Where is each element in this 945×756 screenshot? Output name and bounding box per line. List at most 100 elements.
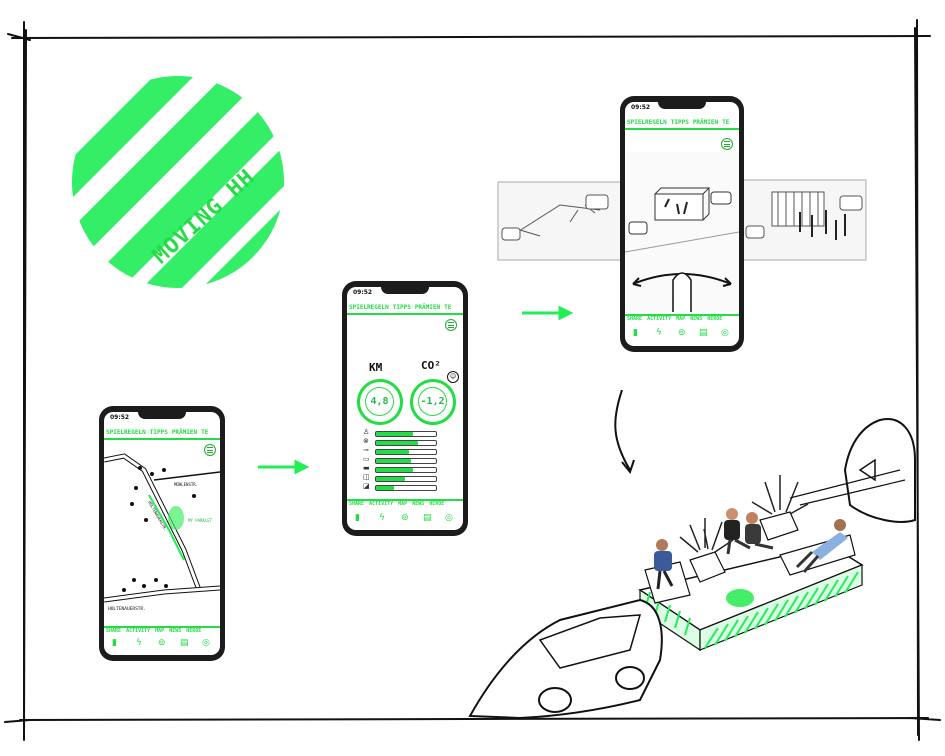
avatar-icon[interactable]: ◎ [202,638,210,648]
lightning-icon[interactable]: ϟ [379,513,385,523]
tab-rules[interactable]: SPIELREGELN [627,119,667,126]
sketch-frame [4,19,941,741]
map-pin-icon[interactable]: ⊚ [401,513,409,523]
street-line [104,586,220,602]
mode-bar-fill [376,468,414,472]
arrow-right-icon [722,277,732,287]
nav-divider [625,314,739,316]
tabs-divider [347,313,463,315]
mode-bar-track [375,449,437,455]
tab-rewards[interactable]: PRÄMIEN [171,429,198,436]
km-ring [357,379,403,425]
lightning-icon[interactable]: ϟ [136,638,142,648]
newspaper-icon[interactable]: ▤ [423,513,432,523]
nav-heroe[interactable]: HEROE [429,501,445,507]
mode-bar-fill [376,450,409,454]
street-line [153,471,220,481]
nav-share[interactable]: SHARE [106,628,122,634]
scooter-icon: ⊸ [363,446,369,454]
map-view[interactable]: MÜHLENSTR. HOLTENAUERSTR. HOLTENAUERSTR.… [104,440,220,625]
map-pin-icon[interactable]: ⊚ [158,638,166,648]
newspaper-icon[interactable]: ▤ [699,328,708,338]
hamburger-menu-icon[interactable] [721,138,733,150]
tab-rewards[interactable]: PRÄMIEN [414,304,441,311]
tab-rules[interactable]: SPIELREGELN [349,304,389,311]
tab-tips[interactable]: TIPPS [670,119,689,126]
tab-tips[interactable]: TIPPS [392,304,411,311]
nav-news[interactable]: NEWS [169,628,182,634]
nav-news[interactable]: NEWS [690,316,703,322]
finger-icon [672,272,692,312]
parklet-illustration [468,418,916,720]
arrow-to-stats [258,459,310,475]
mode-bar-track [375,467,437,473]
mode-bar-fill [376,441,418,445]
mode-bar-fill [376,486,394,490]
co2-badge-icon: ☺ [447,371,459,383]
nav-heroe[interactable]: HEROE [707,316,723,322]
arrow-to-scene [522,305,574,321]
map-pin-icons [122,466,196,592]
map-pin-icon[interactable]: ⊚ [678,328,686,338]
avatar-icon[interactable]: ◎ [445,513,453,523]
hamburger-menu-icon[interactable] [204,444,216,456]
km-value: 4,8 [365,387,394,416]
nav-map[interactable]: MAP [676,316,686,322]
tab-rewards[interactable]: PRÄMIEN [692,119,719,126]
tabs-divider [625,128,739,130]
street-label: HOLTENAUERSTR. [108,606,146,612]
nav-activity[interactable]: ACTIVITY [647,316,672,322]
route-highlight [148,494,185,561]
bar-chart-icon[interactable]: ▮ [355,513,360,523]
status-time: 09:52 [110,414,130,421]
avatar-icon[interactable]: ◎ [721,328,729,338]
phone-notch [658,102,706,109]
nav-map[interactable]: MAP [398,501,408,507]
tab-more[interactable]: TE [201,429,209,436]
street-line [104,454,201,591]
hamburger-menu-icon[interactable] [445,319,457,331]
street-label: MÜHLENSTR. [174,482,198,487]
parklet-label: MY PARKLET [188,518,213,523]
status-time: 09:52 [353,289,373,296]
phone-notch [138,412,186,419]
phone-notch [381,287,429,294]
co2-label: CO² [421,359,441,372]
mode-bar-track [375,431,437,437]
tab-tips[interactable]: TIPPS [149,429,168,436]
street-sketch-panorama [497,179,867,261]
nav-divider [347,499,463,501]
mode-bar-fill [376,432,414,436]
bar-chart-icon[interactable]: ▮ [633,328,638,338]
mode-bar-track [375,476,437,482]
nav-share[interactable]: SHARE [349,501,365,507]
car-share-icon: ◪ [363,482,370,490]
nav-news[interactable]: NEWS [412,501,425,507]
tab-more[interactable]: TE [722,119,730,126]
nav-share[interactable]: SHARE [627,316,643,322]
status-time: 09:52 [631,104,651,111]
mode-bar-track [375,458,437,464]
arrow-to-parklet [614,389,635,475]
nav-map[interactable]: MAP [155,628,165,634]
tab-rules[interactable]: SPIELREGELN [106,429,146,436]
nav-activity[interactable]: ACTIVITY [369,501,394,507]
bottom-nav: SHARE ACTIVITY MAP NEWS HEROE [349,501,449,507]
mode-bar-fill [376,459,411,463]
walk-icon: ♙ [363,428,370,436]
nav-activity[interactable]: ACTIVITY [126,628,151,634]
ar-street-view[interactable] [625,152,739,312]
bar-chart-icon[interactable]: ▮ [112,638,117,648]
nav-heroe[interactable]: HEROE [186,628,202,634]
co2-ring [410,379,456,425]
bottom-nav: SHARE ACTIVITY MAP NEWS HEROE [106,628,206,634]
tab-more[interactable]: TE [444,304,452,311]
lightning-icon[interactable]: ϟ [656,328,662,338]
newspaper-icon[interactable]: ▤ [180,638,189,648]
mode-bar-track [375,485,437,491]
